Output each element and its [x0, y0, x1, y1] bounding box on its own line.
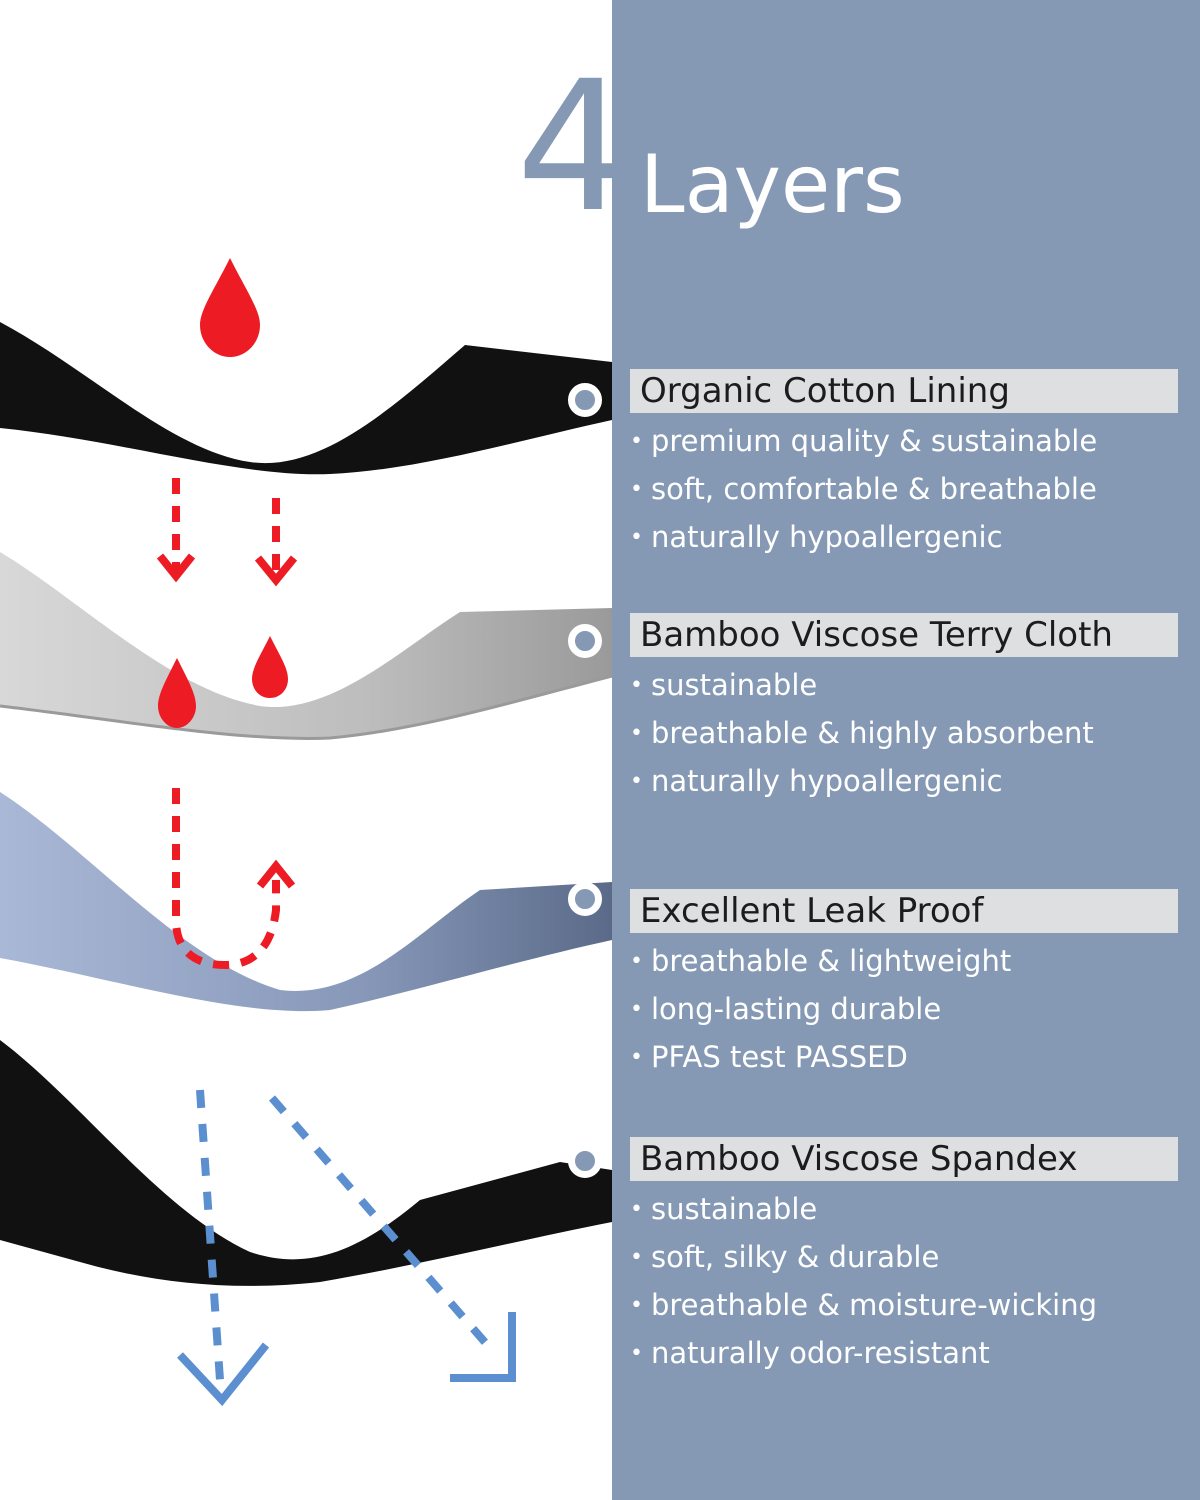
leak-proof-fabric	[0, 792, 612, 1012]
bullet-item: •sustainable	[630, 1192, 818, 1226]
layer-title: Bamboo Viscose Spandex	[630, 1137, 1178, 1181]
cotton-lining-fabric	[0, 322, 612, 475]
layer-title: Bamboo Viscose Terry Cloth	[630, 613, 1178, 657]
diagonal-arrow-icon	[268, 1095, 516, 1382]
down-arrow-icon	[177, 1089, 270, 1407]
title-number: 4	[516, 43, 631, 252]
layer-bullets: •sustainable •soft, silky & durable •bre…	[630, 1185, 1178, 1377]
bullet-item: •premium quality & sustainable	[630, 424, 1098, 458]
layer-marker	[568, 1144, 602, 1178]
layer-terry-cloth: Bamboo Viscose Terry Cloth •sustainable …	[630, 613, 1178, 805]
u-turn-arrow-icon	[172, 788, 296, 970]
layer-bullets: •breathable & lightweight •long-lasting …	[630, 937, 1178, 1081]
bullet-item: •long-lasting durable	[630, 992, 942, 1026]
layer-marker	[568, 882, 602, 916]
bullet-item: •sustainable	[630, 668, 818, 702]
layer-leak-proof: Excellent Leak Proof •breathable & light…	[630, 889, 1178, 1081]
layer-bullets: •sustainable •breathable & highly absorb…	[630, 661, 1178, 805]
terry-cloth-fabric	[0, 552, 612, 739]
bullet-item: •breathable & moisture-wicking	[630, 1288, 1098, 1322]
layer-bullets: •premium quality & sustainable •soft, co…	[630, 417, 1178, 561]
layer-title: Excellent Leak Proof	[630, 889, 1178, 933]
bullet-item: •naturally odor-resistant	[630, 1336, 990, 1370]
bullet-item: •naturally hypoallergenic	[630, 764, 1003, 798]
bullet-item: •breathable & lightweight	[630, 944, 1012, 978]
layer-title: Organic Cotton Lining	[630, 369, 1178, 413]
spandex-fabric	[0, 1040, 612, 1286]
layer-marker	[568, 624, 602, 658]
layer-spandex: Bamboo Viscose Spandex •sustainable •sof…	[630, 1137, 1178, 1377]
bullet-item: •breathable & highly absorbent	[630, 716, 1094, 750]
bullet-item: •soft, comfortable & breathable	[630, 472, 1097, 506]
bullet-item: •soft, silky & durable	[630, 1240, 940, 1274]
drop-icon	[158, 658, 196, 728]
bullet-item: •PFAS test PASSED	[630, 1040, 908, 1074]
down-arrow-icon	[156, 478, 298, 587]
bullet-item: •naturally hypoallergenic	[630, 520, 1003, 554]
title-word: Layers	[640, 138, 905, 231]
info-panel	[612, 0, 1200, 1500]
drop-icon	[252, 636, 288, 698]
layer-marker	[568, 383, 602, 417]
drop-icon	[200, 258, 260, 357]
layer-cotton-lining: Organic Cotton Lining •premium quality &…	[630, 369, 1178, 561]
